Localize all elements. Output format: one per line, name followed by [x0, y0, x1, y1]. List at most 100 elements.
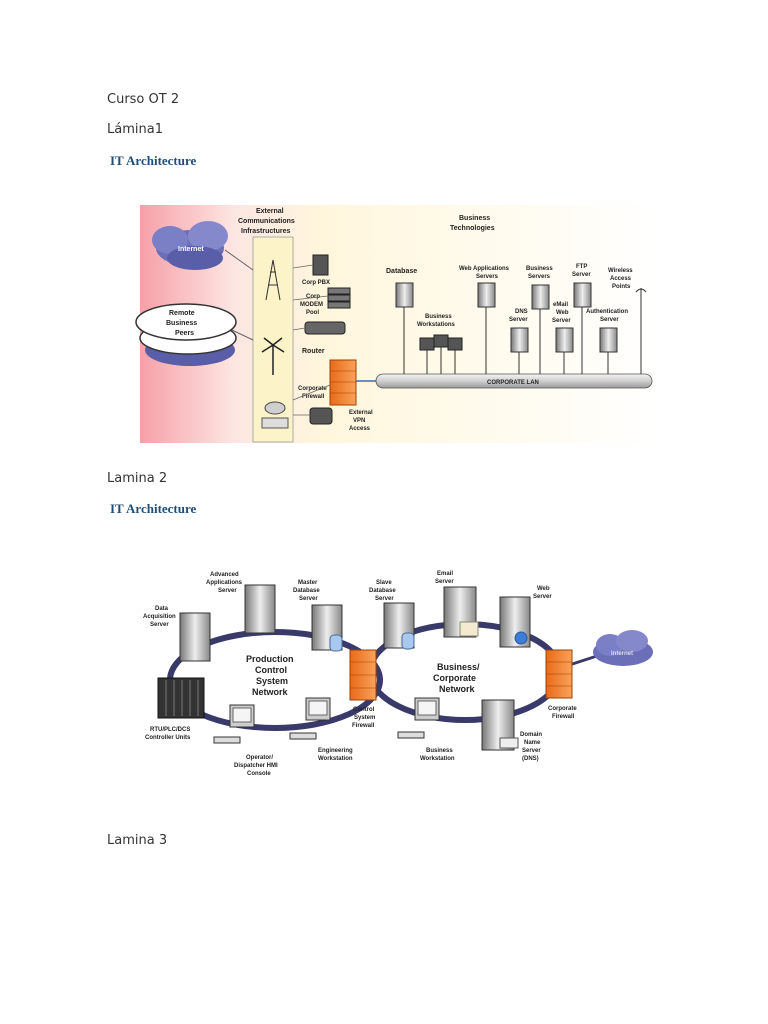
database-label: Database	[386, 268, 417, 275]
dns2-label-3: Server	[522, 748, 541, 754]
adv-label-3: Server	[218, 588, 237, 594]
adv-label-2: Applications	[206, 580, 243, 586]
dns2-label-1: Domain	[520, 732, 542, 738]
dns-server-icon-2	[481, 699, 519, 751]
business-ws-label-2: Workstations	[417, 322, 456, 328]
business-servers-label-1: Business	[526, 266, 553, 272]
master-label-3: Server	[299, 596, 318, 602]
modem-pool-icon	[327, 287, 351, 309]
document-heading: Curso OT 2	[107, 92, 180, 107]
daq-label-1: Data	[155, 606, 169, 612]
ext-comms-label-3: Infrastructures	[241, 228, 291, 235]
vpn-device-icon	[309, 407, 333, 425]
section-label-lamina2: Lamina 2	[107, 471, 168, 486]
bcn-label-2: Corporate	[433, 673, 476, 683]
webapp-label-2: Servers	[476, 274, 499, 280]
dns2-label-4: (DNS)	[522, 756, 539, 762]
remote-peers-label-3: Peers	[175, 330, 194, 337]
pcs-label-2: Control	[255, 665, 287, 675]
email-server-icon	[443, 586, 479, 638]
internet-label-2: Internet	[611, 651, 633, 657]
master-label-2: Database	[293, 588, 320, 594]
slave-db-server-icon	[383, 602, 415, 650]
figure-title-1: IT Architecture	[110, 153, 197, 168]
pcs-label-1: Production	[246, 654, 294, 664]
pcs-label-4: Network	[252, 687, 289, 697]
router-label: Router	[302, 348, 325, 355]
corporate-firewall-icon-2	[545, 649, 573, 699]
slave-label-1: Slave	[376, 580, 392, 586]
csf-label-2: System	[354, 715, 375, 721]
csf-label-3: Firewall	[352, 723, 375, 729]
rtu-label-1: RTU/PLC/DCS	[150, 727, 190, 733]
bws-label-2: Workstation	[420, 756, 455, 762]
remote-business-peers-icon: Remote Business Peers	[135, 303, 237, 366]
cf-label-2: Firewall	[552, 714, 575, 720]
tower-icon	[265, 259, 281, 301]
dns-label-2: Server	[509, 317, 528, 323]
csf-label-1: Control	[353, 707, 375, 713]
daq-label-2: Acquisition	[143, 614, 176, 620]
master-label-1: Master	[298, 580, 318, 586]
slave-label-2: Database	[369, 588, 396, 594]
satellite-dish-icon	[261, 401, 289, 429]
eng-label-1: Engineering	[318, 748, 353, 754]
ext-comms-label-1: External	[256, 208, 284, 215]
firewall-label-1: Corporate	[298, 386, 327, 392]
cf-label-1: Corporate	[548, 706, 577, 712]
wap-label-3: Points	[612, 284, 631, 290]
email-label-2: Web	[556, 310, 569, 316]
vpn-label-1: External	[349, 410, 373, 416]
bws-label-1: Business	[426, 748, 453, 754]
op-label-1: Operator/	[246, 755, 273, 761]
pcs-label-3: System	[256, 676, 288, 686]
master-db-server-icon	[311, 604, 343, 652]
remote-peers-label-1: Remote	[169, 310, 195, 317]
adv-label-1: Advanced	[210, 572, 239, 578]
op-label-3: Console	[247, 771, 271, 777]
section-label-lamina1: Lámina1	[107, 122, 163, 137]
email-label-1: Email	[437, 571, 453, 577]
modem-label-3: Pool	[306, 310, 319, 316]
advanced-app-server-icon	[244, 584, 276, 634]
eng-label-2: Workstation	[318, 756, 353, 762]
control-system-firewall-icon	[349, 649, 377, 701]
antenna-icon	[261, 337, 285, 375]
it-architecture-diagram-2: Internet Advanced Applications Server Ma…	[143, 571, 653, 777]
slave-label-3: Server	[375, 596, 394, 602]
figure-title-2: IT Architecture	[110, 501, 197, 516]
daq-label-3: Server	[150, 622, 169, 628]
corp-pbx-label: Corp PBX	[302, 280, 330, 286]
business-workstation-icon	[397, 697, 440, 739]
email-label-1: eMail	[553, 302, 568, 308]
section-label-lamina3: Lamina 3	[107, 833, 168, 848]
it-architecture-diagram-1: Internet Remote Business Peers External …	[135, 205, 660, 443]
bcn-label-3: Network	[439, 684, 476, 694]
op-label-2: Dispatcher HMI	[234, 763, 278, 769]
vpn-label-2: VPN	[353, 418, 365, 424]
auth-label-2: Server	[600, 317, 619, 323]
dns-label-1: DNS	[515, 309, 528, 315]
dns2-label-2: Name	[524, 740, 541, 746]
rtu-label-2: Controller Units	[145, 735, 191, 741]
ext-comms-label-2: Communications	[238, 218, 295, 225]
internet-cloud-icon-2: Internet	[593, 630, 653, 666]
data-acquisition-server-icon	[179, 612, 211, 662]
corporate-firewall-icon	[329, 359, 357, 406]
business-workstations-icon	[419, 334, 463, 374]
ftp-label-2: Server	[572, 272, 591, 278]
ftp-label-1: FTP	[576, 264, 587, 270]
auth-label-1: Authentication	[586, 309, 628, 315]
firewall-label-2: Firewall	[302, 394, 325, 400]
web-label-1: Web	[537, 586, 550, 592]
email-label-3: Server	[552, 318, 571, 324]
internet-label: Internet	[178, 246, 204, 253]
wap-label-1: Wireless	[608, 268, 633, 274]
bcn-label-1: Business/	[437, 662, 480, 672]
business-servers-label-2: Servers	[528, 274, 551, 280]
internet-cloud-icon: Internet	[152, 221, 228, 270]
rtu-plc-dcs-icon	[157, 677, 205, 719]
corporate-lan-label: CORPORATE LAN	[487, 380, 539, 386]
remote-peers-label-2: Business	[166, 320, 197, 327]
engineering-workstation-icon	[289, 697, 331, 740]
